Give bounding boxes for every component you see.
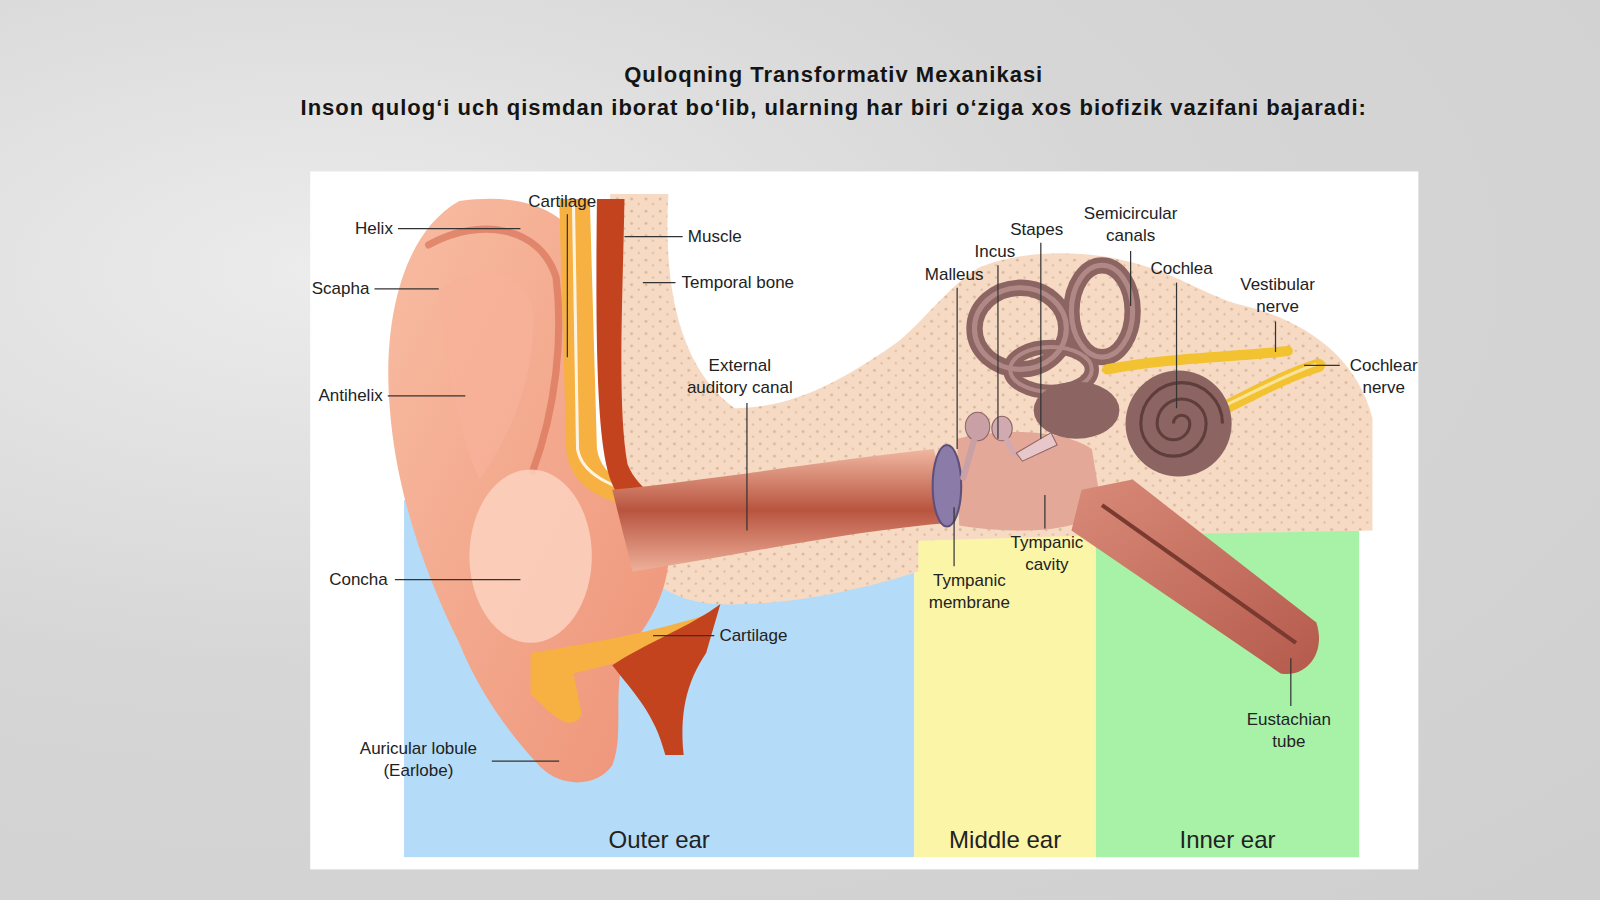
malleus-handle <box>963 439 974 478</box>
leader-line <box>653 635 714 636</box>
leader-line <box>1176 283 1177 409</box>
part-label: Scapha <box>312 278 370 300</box>
cochlea-shape <box>1126 370 1232 476</box>
leader-line <box>1044 495 1045 529</box>
part-label: Cochlear nerve <box>1336 355 1431 399</box>
white-panel <box>310 171 1418 869</box>
part-label: Semicircular canals <box>1073 203 1188 247</box>
part-label: External auditory canal <box>677 355 802 399</box>
part-label: Eustachian tube <box>1236 709 1341 753</box>
band-label: Outer ear <box>404 826 914 854</box>
part-label: Vestibular nerve <box>1225 274 1330 318</box>
leader-line <box>746 403 747 531</box>
leader-line <box>957 288 958 449</box>
nerve-highlight <box>1219 364 1316 408</box>
leader-line <box>953 507 954 566</box>
middle-ear-band-fill <box>914 531 1096 858</box>
leader-line <box>997 265 998 438</box>
incus-shape <box>992 416 1012 440</box>
band-label: Middle ear <box>914 826 1096 854</box>
tympanic-membrane-shape <box>933 445 962 527</box>
concha-hollow <box>469 469 591 642</box>
leader-line <box>374 288 438 289</box>
semicircular-canals-shape <box>974 265 1132 438</box>
part-label: Malleus <box>925 264 984 286</box>
leader-line <box>567 214 568 357</box>
part-label: Tympanic cavity <box>997 532 1097 576</box>
part-label: Temporal bone <box>682 272 794 294</box>
leader-line <box>643 282 676 283</box>
eustachian-tube-shape <box>1071 480 1319 675</box>
leader-line <box>1040 243 1041 439</box>
muscle-upper <box>596 199 655 502</box>
canal-loop <box>1071 265 1132 357</box>
part-label: Antihelix <box>318 385 382 407</box>
ear-canal <box>612 449 954 571</box>
leader-line <box>388 395 466 396</box>
cochlea-spiral <box>1141 383 1223 456</box>
slide-subtitle: Inson qulog‘i uch qismdan iborat bo‘lib,… <box>301 95 1367 121</box>
canal-loop-inner <box>974 288 1066 370</box>
leader-line <box>624 236 682 237</box>
part-label: Tympanic membrane <box>917 570 1022 614</box>
part-label: Helix <box>355 218 393 240</box>
region-band: Middle ear <box>914 531 1096 858</box>
part-label: Muscle <box>688 226 742 248</box>
leader-line <box>1130 251 1131 306</box>
region-band: Outer ear <box>404 500 914 857</box>
malleus-shape <box>965 412 989 441</box>
leader-line <box>1290 658 1291 706</box>
leader-line <box>1275 321 1276 352</box>
part-label: Incus <box>975 241 1016 263</box>
muscle-lower <box>612 604 720 755</box>
incus-process <box>1006 439 1014 454</box>
tube-stripe <box>1102 505 1296 643</box>
leader-line <box>395 579 521 580</box>
part-label: Cartilage <box>719 625 787 647</box>
leader-line <box>1304 365 1340 366</box>
cartilage-upper <box>559 199 673 512</box>
leader-line <box>492 761 559 762</box>
part-label: Cochlea <box>1150 258 1212 280</box>
vestibule <box>1034 382 1120 439</box>
canal-loop-inner <box>1071 265 1132 357</box>
part-label: Auricular lobule (Earlobe) <box>346 738 491 782</box>
temporal-bone <box>610 194 1372 605</box>
leader-lines <box>374 214 1339 761</box>
leader-line <box>398 228 520 229</box>
part-label: Cartilage <box>528 191 596 213</box>
cochlear-nerve-shape <box>1219 365 1318 410</box>
band-label: Inner ear <box>1096 826 1359 854</box>
part-label: Concha <box>329 569 388 591</box>
scapha-groove <box>439 272 533 479</box>
part-label: Stapes <box>1010 219 1063 241</box>
slide-title: Quloqning Transformativ Mexanikasi <box>624 62 1043 88</box>
vestibular-nerve-shape <box>1107 351 1288 369</box>
region-band: Inner ear <box>1096 531 1359 858</box>
stapes-shape <box>1016 433 1057 462</box>
